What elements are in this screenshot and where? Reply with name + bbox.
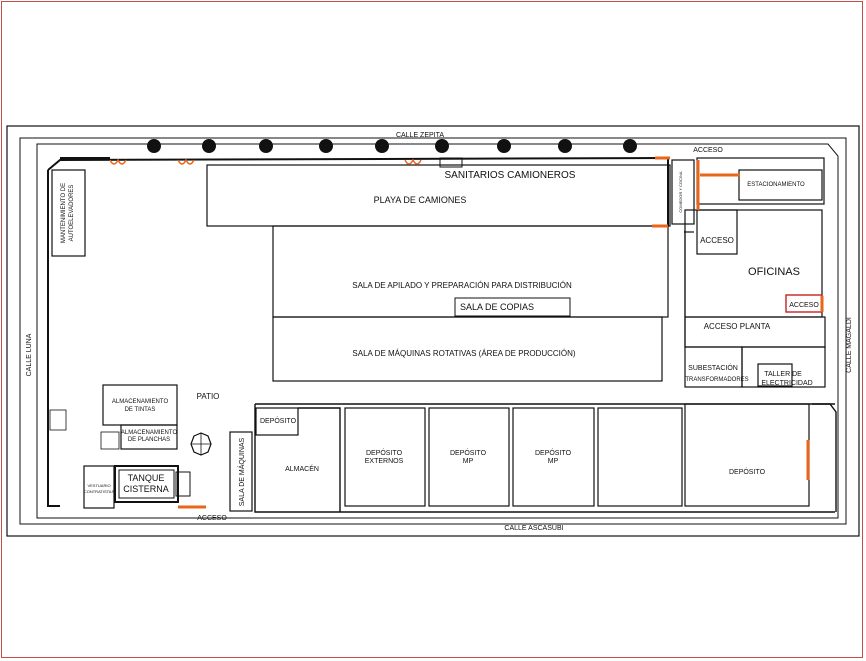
tree-icon [497,139,511,153]
tree-icon [259,139,273,153]
mantenimiento-label-1: MANTENIMIENTO DE [61,183,67,243]
dep-ext-label-1: DEPÓSITO [366,448,403,457]
tanque-side [175,471,191,497]
right-rooms [671,157,826,388]
rotativas-room [272,316,663,382]
mantenimiento-label-2: AUTOELEVADORES [69,185,75,242]
street-west-label: CALLE LUNA [26,333,33,376]
estacionamiento-label: ESTACIONAMIENTO [747,182,805,188]
deposito-small-label: DEPÓSITO [260,416,297,425]
subestacion-label: SUBESTACIÓN [688,363,738,372]
property-inner-line [19,137,847,525]
tree-icon [558,139,572,153]
playa-label: PLAYA DE CAMIONES [374,195,467,205]
sala-maquinas-label: SALA DE MÁQUINAS [237,437,246,506]
door-swings [109,158,422,165]
tree-icon [375,139,389,153]
tintas-label-2: DE TINTAS [125,407,156,413]
deposito-large-label: DEPÓSITO [729,467,766,476]
tanque-label-1: TANQUE [128,473,165,483]
planchas-label-1: ALMACENAMIENTO [121,430,178,436]
sanitarios-label: SANITARIOS CAMIONEROS [445,170,576,181]
acceso-oficina-label: ACCESO [700,236,734,245]
street-east-label: CALLE MAGALDI [846,317,853,373]
planchas-annex [100,431,120,450]
tanque-outer [114,465,179,503]
tintas-label-1: ALMACENAMIENTO [112,399,169,405]
taller-label-2: ELECTRICIDAD [761,380,812,387]
street-north-label: CALLE ZEPITA [396,132,444,139]
taller-label-1: TALLER DE [764,371,802,378]
tanque-inner [118,469,175,499]
site-boundary [36,143,839,519]
planchas-room [120,424,178,450]
tree-icon [623,139,637,153]
acceso-planta-label: ACCESO PLANTA [704,322,771,331]
tree-icon [147,139,161,153]
patio-label: PATIO [197,392,220,401]
dep-mp1-label-2: MP [463,458,474,465]
apilado-label: SALA DE APILADO Y PREPARACIÓN PARA DISTR… [352,281,572,290]
tree-icon [435,139,449,153]
tintas-room [102,384,178,426]
vestuario-label-1: VESTUARIO [87,483,110,488]
rotativas-label: SALA DE MÁQUINAS ROTATIVAS (ÁREA DE PROD… [352,349,575,358]
dep-mp1-label-1: DEPÓSITO [450,448,487,457]
acceso-bottom-label: ACCESO [197,515,227,522]
dep-ext-label-2: EXTERNOS [365,458,404,465]
acceso-top-label: ACCESO [693,147,723,154]
tanque-label-2: CISTERNA [123,484,169,494]
oficinas-label: OFICINAS [748,266,800,278]
dep-mp2-label-1: DEPÓSITO [535,448,572,457]
sala-maquinas-room [229,431,253,512]
small-room-left [49,409,67,431]
mantenimiento-room [51,169,86,257]
copias-label: SALA DE COPIAS [460,302,534,312]
comedor-label: COMEDOR Y COCINA [678,171,683,213]
copias-room [454,297,571,317]
acceso-red-label: ACCESO [789,302,819,309]
transformadores-label: TRANSFORMADORES [685,377,748,383]
sanitarios-block [439,157,463,168]
street-south-label: CALLE ASCASUBI [504,525,563,532]
depot-row [254,403,837,513]
vestuario-label-2: CONTRATISTAS [84,489,115,494]
building-walls [47,157,669,507]
column-icon [190,432,212,456]
planchas-label-2: DE PLANCHAS [128,437,170,443]
property-outer-line [6,125,860,537]
tree-icon [202,139,216,153]
almacen-label: ALMACÉN [285,464,319,473]
dep-mp2-label-2: MP [548,458,559,465]
door-markers [178,156,824,509]
tree-row [147,139,637,153]
tree-icon [319,139,333,153]
